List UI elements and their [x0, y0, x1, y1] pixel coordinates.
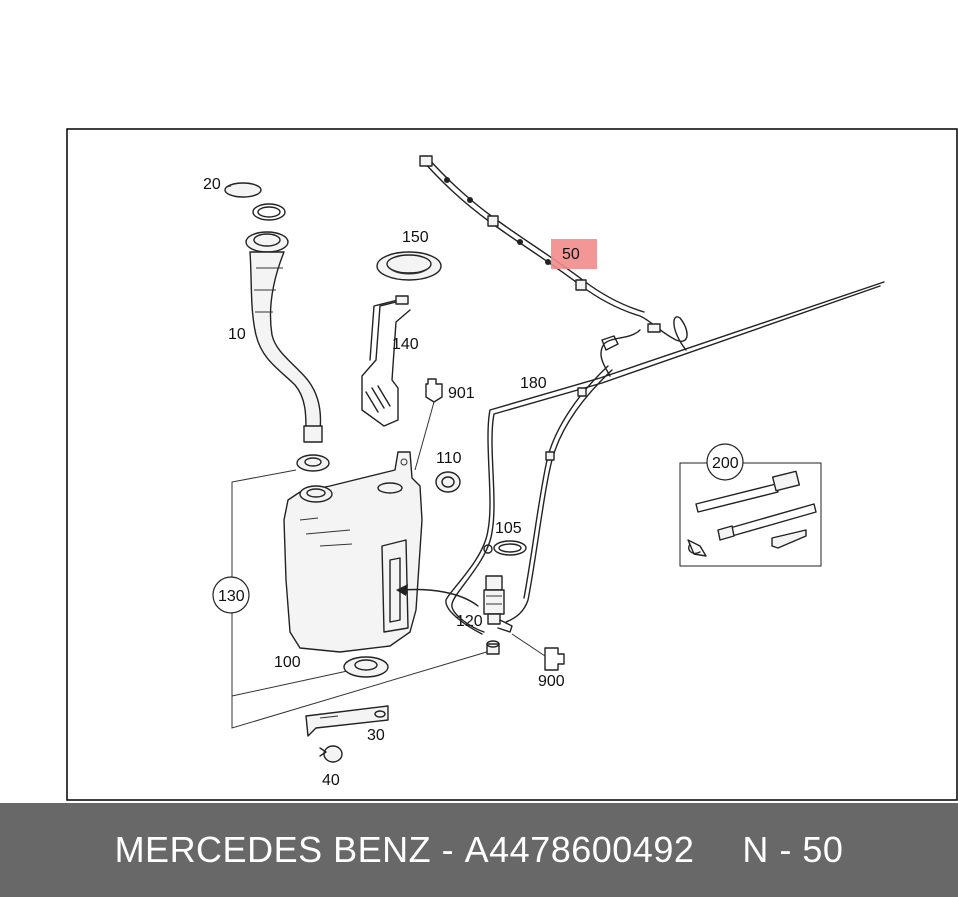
parts-diagram: 20 10 150 140 901 110 130 — [66, 128, 958, 801]
callout-20: 20 — [203, 176, 221, 193]
footer-separator: - — [441, 829, 455, 870]
callout-105: 105 — [495, 520, 522, 537]
callout-200: 200 — [712, 455, 739, 472]
hose-line-part-180 — [445, 281, 885, 635]
washer-tank-part-100 — [283, 451, 423, 653]
connector-symbol-part-901 — [414, 378, 443, 471]
filler-cap-part-20 — [224, 182, 286, 221]
callout-circle-200 — [706, 443, 744, 481]
grommet-part-150 — [376, 251, 442, 281]
assembly-arrowhead — [396, 584, 408, 596]
clip-part-40 — [319, 745, 343, 763]
repair-kit-part-200 — [679, 462, 822, 567]
callout-140: 140 — [392, 336, 419, 353]
bracket-part-140 — [361, 295, 411, 427]
clamp-part-105 — [483, 540, 527, 556]
callout-10: 10 — [228, 326, 246, 343]
footer-position: N - 50 — [742, 829, 844, 870]
seal-bottom — [343, 656, 389, 678]
callout-40: 40 — [322, 772, 340, 789]
assembly-arrow — [401, 588, 479, 607]
callout-180: 180 — [520, 375, 547, 392]
bracket-part-30 — [305, 705, 389, 737]
callout-900: 900 — [538, 673, 565, 690]
connector-symbol-part-900 — [511, 633, 565, 671]
diagram-frame — [66, 128, 958, 801]
highlight-box-50 — [551, 239, 597, 269]
wiring-harness-part-50 — [419, 155, 688, 377]
callout-120: 120 — [456, 613, 483, 630]
filler-neck-part-10 — [245, 231, 323, 443]
footer-brand: MERCEDES BENZ — [114, 829, 432, 870]
footer-part-number: A4478600492 — [464, 829, 695, 870]
callout-30: 30 — [367, 727, 385, 744]
callout-circle-130 — [212, 576, 250, 614]
callout-100: 100 — [274, 654, 301, 671]
footer-caption: MERCEDES BENZ - A4478600492 N - 50 — [0, 803, 958, 897]
callout-50: 50 — [562, 246, 580, 263]
washer-pump-part-120 — [483, 575, 513, 633]
callout-110: 110 — [436, 450, 462, 467]
cap-part-110 — [435, 471, 461, 493]
seal-top — [296, 454, 330, 472]
callout-130: 130 — [218, 588, 245, 605]
callout-901: 901 — [448, 385, 475, 402]
callout-150: 150 — [402, 229, 429, 246]
nut-part — [486, 640, 500, 655]
